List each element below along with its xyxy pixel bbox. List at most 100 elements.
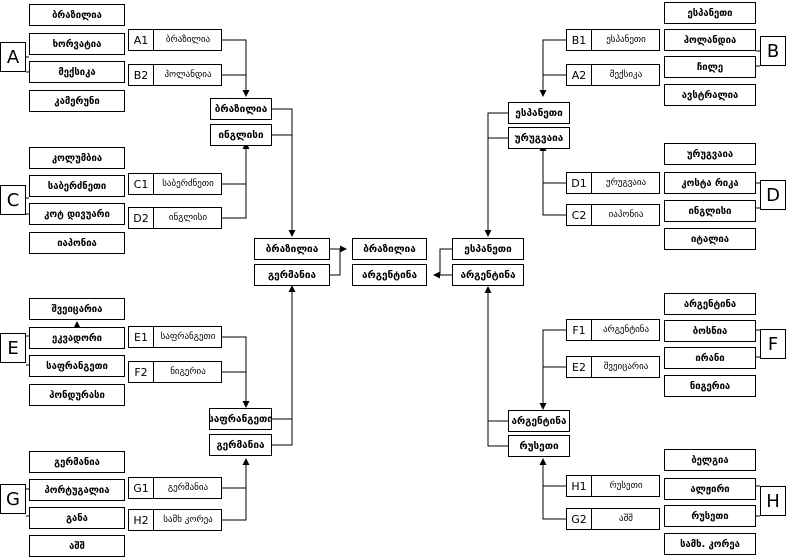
round16-slot-a2: A2 მექსიკა: [566, 64, 660, 86]
final-slot: ბრაზილია: [352, 238, 427, 260]
group-letter-h: H: [760, 486, 786, 516]
group-f-team: ირანი: [664, 347, 756, 369]
quarterfinal-slot: ესპანეთი: [508, 102, 570, 124]
round16-slot-c2: C2 იაპონია: [566, 204, 660, 226]
quarterfinal-slot: საფრანგეთი: [209, 408, 272, 430]
seed-team: სამხ კორეა: [163, 515, 213, 525]
round16-slot-g2: G2 აშშ: [566, 508, 660, 530]
seed-code: A1: [129, 30, 154, 50]
quarterfinal-slot: გერმანია: [209, 434, 272, 456]
quarterfinal-slot: რუსეთი: [508, 435, 570, 457]
seed-code: D1: [567, 173, 592, 193]
semifinal-slot: ესპანეთი: [452, 238, 524, 260]
seed-team: აშშ: [619, 514, 633, 524]
round16-slot-b1: B1 ესპანეთი: [566, 29, 660, 51]
round16-slot-e2: E2 შვეიცარია: [566, 356, 660, 378]
seed-code: D2: [129, 208, 154, 228]
group-g-team: განა: [29, 507, 125, 529]
seed-code: G1: [129, 478, 154, 498]
group-d-team: იტალია: [664, 228, 756, 250]
round16-slot-f1: F1 არგენტინა: [566, 319, 660, 341]
group-d-team: ურუგვაია: [664, 143, 756, 165]
group-letter-f: F: [760, 329, 786, 359]
group-letter-e: E: [0, 333, 26, 363]
group-c-team: იაპონია: [29, 232, 125, 254]
seed-code: H2: [129, 510, 154, 530]
seed-code: B1: [567, 30, 592, 50]
seed-team: ჰოლანდია: [164, 70, 212, 80]
seed-team: ურუგვაია: [605, 178, 647, 188]
group-b-team: ესპანეთი: [664, 2, 756, 24]
seed-code: E2: [567, 357, 592, 377]
group-letter-a: A: [0, 42, 26, 72]
seed-code: A2: [567, 65, 592, 85]
seed-code: C2: [567, 205, 592, 225]
group-a-team: მექსიკა: [29, 61, 125, 83]
seed-team: შვეიცარია: [603, 362, 649, 372]
group-g-team: გერმანია: [29, 451, 125, 473]
round16-slot-h2: H2 სამხ კორეა: [128, 509, 222, 531]
seed-code: F2: [129, 362, 154, 382]
round16-slot-g1: G1 გერმანია: [128, 477, 222, 499]
round16-slot-e1: E1 საფრანგეთი: [128, 326, 222, 348]
seed-code: C1: [129, 174, 154, 194]
round16-slot-b2: B2 ჰოლანდია: [128, 64, 222, 86]
seed-code: F1: [567, 320, 592, 340]
group-a-team: ბრაზილია: [29, 4, 125, 26]
group-f-team: არგენტინა: [664, 293, 756, 315]
quarterfinal-slot: არგენტინა: [508, 410, 570, 432]
group-e-team: ეკვადორი: [29, 327, 125, 349]
group-letter-b: B: [760, 36, 786, 66]
seed-team: გერმანია: [167, 483, 209, 493]
group-g-team: აშშ: [29, 535, 125, 557]
group-f-team: ნიგერია: [664, 375, 756, 397]
group-c-team: კოტ დივუარი: [29, 203, 125, 225]
group-h-team: ბელგია: [664, 449, 756, 471]
seed-code: G2: [567, 509, 592, 529]
seed-team: არგენტინა: [602, 325, 650, 335]
group-f-team: ბოსნია: [664, 320, 756, 342]
round16-slot-d1: D1 ურუგვაია: [566, 172, 660, 194]
group-e-team: შვეიცარია: [29, 298, 125, 320]
seed-team: მექსიკა: [609, 70, 643, 80]
group-c-team: კოლუმბია: [29, 147, 125, 169]
seed-team: იაპონია: [608, 210, 644, 220]
group-g-team: პორტუგალია: [29, 479, 125, 501]
semifinal-slot: გერმანია: [254, 264, 330, 286]
seed-team: საფრანგეთი: [160, 332, 216, 342]
group-d-team: ინგლისი: [664, 200, 756, 222]
group-h-team: სამხ. კორეა: [664, 533, 756, 555]
group-letter-c: C: [0, 185, 26, 215]
seed-team: ნიგერია: [170, 367, 206, 377]
round16-slot-d2: D2 ინგლისი: [128, 207, 222, 229]
group-a-team: კამერუნი: [29, 90, 125, 112]
group-a-team: ხორვატია: [29, 33, 125, 55]
round16-slot-h1: H1 რუსეთი: [566, 475, 660, 497]
group-d-team: კოსტა რიკა: [664, 172, 756, 194]
seed-team: ინგლისი: [168, 213, 208, 223]
final-slot: არგენტინა: [352, 264, 427, 286]
seed-code: E1: [129, 327, 154, 347]
seed-team: რუსეთი: [609, 481, 643, 491]
group-e-team: საფრანგეთი: [29, 355, 125, 377]
seed-code: B2: [129, 65, 154, 85]
group-letter-g: G: [0, 484, 26, 514]
group-h-team: რუსეთი: [664, 505, 756, 527]
seed-team: საბერძნეთი: [162, 179, 214, 189]
group-e-team: ჰონდურასი: [29, 384, 125, 406]
group-b-team: ჰოლანდია: [664, 29, 756, 51]
seed-code: H1: [567, 476, 592, 496]
group-b-team: ჩილე: [664, 56, 756, 78]
seed-team: ბრაზილია: [165, 35, 211, 45]
round16-slot-c1: C1 საბერძნეთი: [128, 173, 222, 195]
semifinal-slot: არგენტინა: [452, 264, 524, 286]
quarterfinal-slot: ინგლისი: [210, 124, 272, 146]
seed-team: ესპანეთი: [606, 35, 646, 45]
quarterfinal-slot: ურუგვაია: [508, 127, 570, 149]
group-c-team: საბერძნეთი: [29, 175, 125, 197]
round16-slot-f2: F2 ნიგერია: [128, 361, 222, 383]
semifinal-slot: ბრაზილია: [254, 238, 330, 260]
group-letter-d: D: [760, 180, 786, 210]
